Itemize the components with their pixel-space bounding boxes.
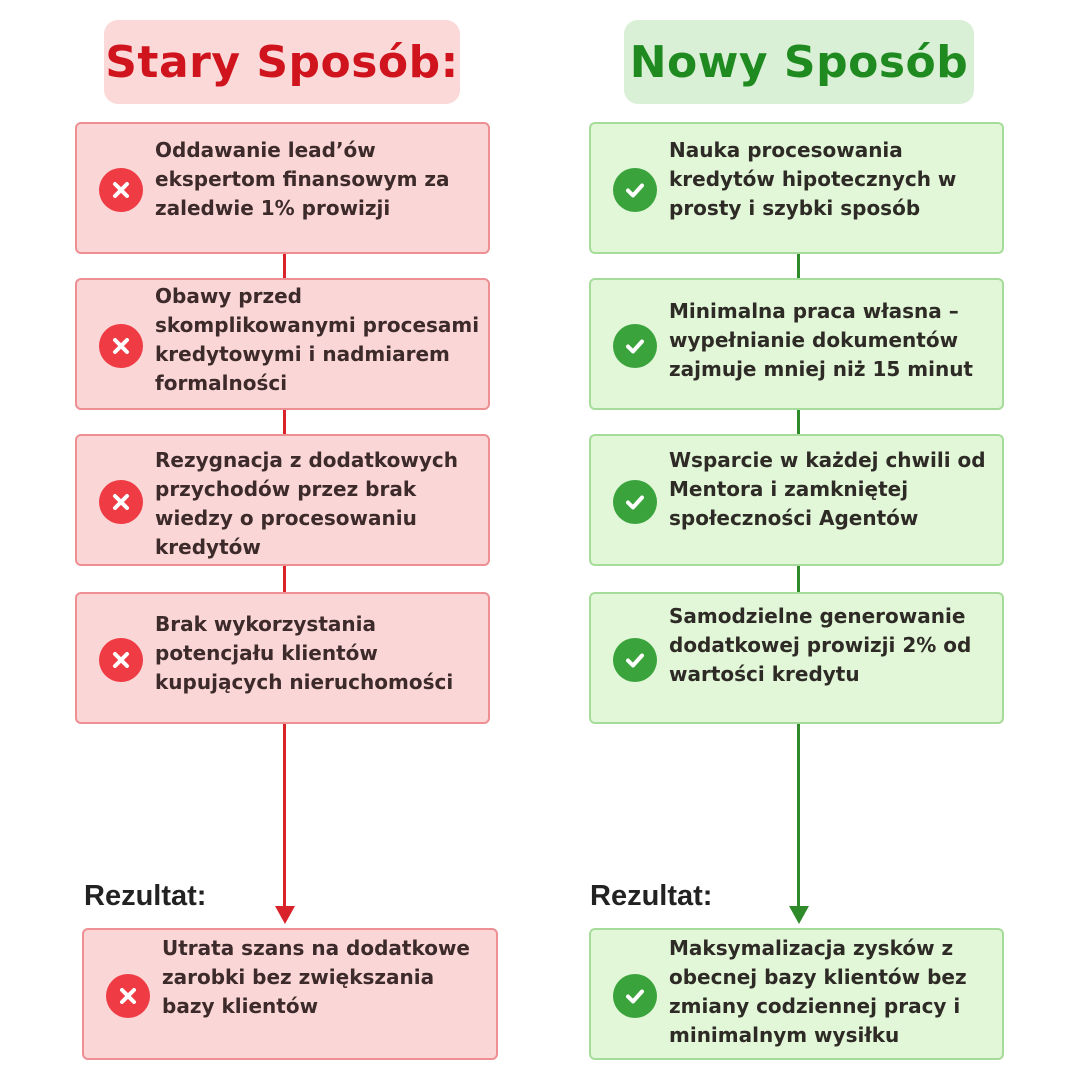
new-way-item: Minimalna praca własna – wypełnianie dok… [589,278,1004,410]
check-circle-icon [613,480,657,524]
check-circle-icon [613,168,657,212]
check-circle-icon [613,324,657,368]
new-way-item-text: Wsparcie w każdej chwili od Mentora i za… [669,448,986,530]
x-circle-icon [99,324,143,368]
new-way-connector [797,250,800,910]
new-way-result-label: Rezultat: [590,880,713,912]
old-way-arrowhead [275,906,295,924]
new-way-result-text: Maksymalizacja zysków z obecnej bazy kli… [669,936,967,1047]
old-way-item-text: Oddawanie lead’ów ekspertom finansowym z… [155,138,450,220]
old-way-item: Obawy przed skomplikowanymi procesami kr… [75,278,490,410]
x-circle-icon [99,168,143,212]
new-way-item: Wsparcie w każdej chwili od Mentora i za… [589,434,1004,566]
new-way-item: Nauka procesowania kredytów hipotecznych… [589,122,1004,254]
old-way-item-text: Obawy przed skomplikowanymi procesami kr… [155,284,480,395]
x-circle-icon [106,974,150,1018]
old-way-item-text: Brak wykorzystania potencjału klientów k… [155,612,454,694]
new-way-arrowhead [789,906,809,924]
x-circle-icon [99,638,143,682]
old-way-item: Rezygnacja z dodatkowych przychodów prze… [75,434,490,566]
old-way-item-text: Rezygnacja z dodatkowych przychodów prze… [155,448,459,559]
old-way-result-text: Utrata szans na dodatkowe zarobki bez zw… [162,936,470,1018]
new-way-result: Maksymalizacja zysków z obecnej bazy kli… [589,928,1004,1060]
old-way-connector [283,250,286,910]
new-way-item: Samodzielne generowanie dodatkowej prowi… [589,592,1004,724]
check-circle-icon [613,638,657,682]
old-way-result-label: Rezultat: [84,880,207,912]
old-way-item: Brak wykorzystania potencjału klientów k… [75,592,490,724]
old-way-title: Stary Sposób: [104,20,460,104]
check-circle-icon [613,974,657,1018]
old-way-item: Oddawanie lead’ów ekspertom finansowym z… [75,122,490,254]
x-circle-icon [99,480,143,524]
new-way-item-text: Minimalna praca własna – wypełnianie dok… [669,299,973,381]
old-way-result: Utrata szans na dodatkowe zarobki bez zw… [82,928,498,1060]
new-way-title: Nowy Sposób [624,20,974,104]
new-way-item-text: Samodzielne generowanie dodatkowej prowi… [669,604,972,686]
new-way-item-text: Nauka procesowania kredytów hipotecznych… [669,138,957,220]
